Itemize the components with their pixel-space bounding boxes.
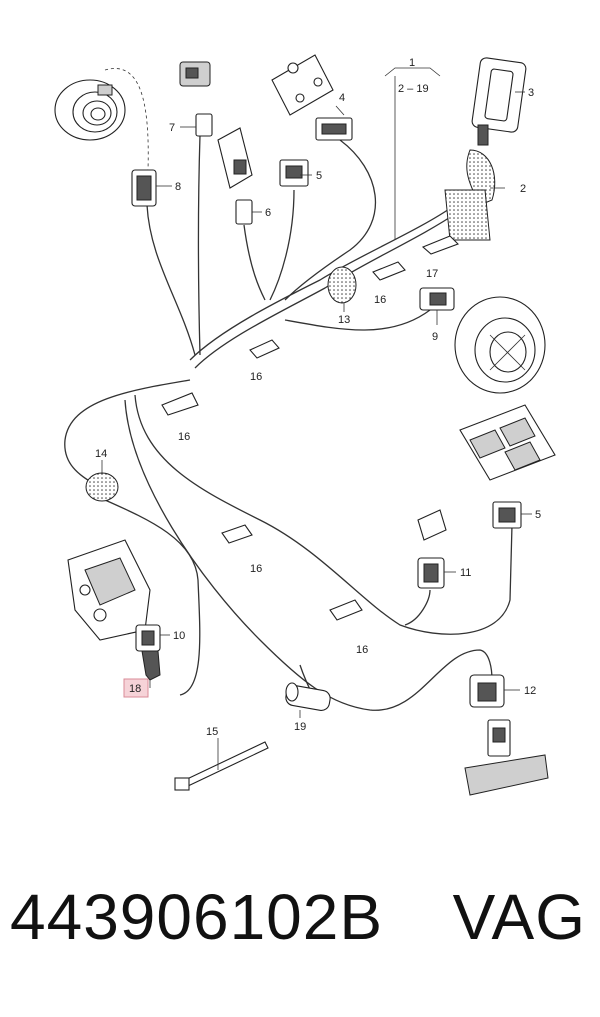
sleeve-18	[141, 650, 161, 681]
switch-part	[179, 61, 211, 87]
callout-15: 15	[206, 726, 218, 738]
switch-panel	[459, 404, 556, 481]
cable-tie-15	[174, 741, 269, 791]
callout-18: 18	[129, 683, 141, 695]
grommet-13	[327, 266, 357, 304]
callout-1: 1	[409, 57, 415, 69]
connector-5-right	[492, 501, 522, 529]
callout-labels: 1 2 – 19 2 3 4 5 5 6 7 8 9 10 11 12 13 1…	[95, 57, 541, 738]
grommet-14	[85, 472, 119, 502]
door-handle-part	[464, 719, 549, 796]
part-number: 443906102B	[10, 881, 384, 953]
connector-3	[471, 57, 527, 146]
callout-2: 2	[520, 183, 526, 195]
callout-5-top: 5	[316, 170, 322, 182]
callout-18-highlight	[123, 678, 149, 698]
connector-11	[417, 557, 445, 589]
callout-17: 17	[426, 268, 438, 280]
cover-plate	[217, 127, 253, 189]
footer: 443906102B VAG	[0, 880, 600, 1000]
callout-16c: 16	[178, 431, 190, 443]
connector-9	[419, 287, 455, 311]
door-lock	[67, 539, 151, 641]
callout-8: 8	[175, 181, 181, 193]
leader-lines	[101, 67, 532, 770]
brand-label: VAG	[452, 881, 586, 953]
callout-10: 10	[173, 630, 185, 642]
harness-wires	[64, 68, 513, 711]
callout-12: 12	[524, 685, 536, 697]
callout-7: 7	[169, 122, 175, 134]
connector-6	[235, 199, 253, 225]
connector-12	[469, 674, 505, 708]
callout-16d: 16	[250, 563, 262, 575]
callout-3: 3	[528, 87, 534, 99]
callout-9: 9	[432, 331, 438, 343]
wiring-harness-diagram: 1 2 – 19 2 3 4 5 5 6 7 8 9 10 11 12 13 1…	[54, 54, 556, 796]
callout-1-range: 2 – 19	[398, 83, 429, 95]
callout-11: 11	[460, 567, 471, 579]
callout-13: 13	[338, 314, 350, 326]
callout-14: 14	[95, 448, 107, 460]
callout-16b: 16	[250, 371, 262, 383]
callout-6: 6	[265, 207, 271, 219]
callout-5-right: 5	[535, 509, 541, 521]
connector-8	[131, 169, 157, 207]
small-bracket	[417, 509, 447, 541]
grommet-2	[444, 149, 496, 241]
connector-5-top	[279, 159, 309, 187]
connector-10	[135, 624, 161, 652]
connector-4	[315, 117, 353, 141]
callout-16e: 16	[356, 644, 368, 656]
connector-7	[195, 113, 213, 137]
speaker-right	[454, 296, 546, 394]
callout-16a: 16	[374, 294, 386, 306]
bracket-part	[271, 54, 334, 116]
connector-19	[285, 682, 331, 711]
callout-19: 19	[294, 721, 306, 733]
clips	[161, 235, 459, 621]
callout-4: 4	[339, 92, 345, 104]
speaker-top-left	[54, 79, 126, 141]
